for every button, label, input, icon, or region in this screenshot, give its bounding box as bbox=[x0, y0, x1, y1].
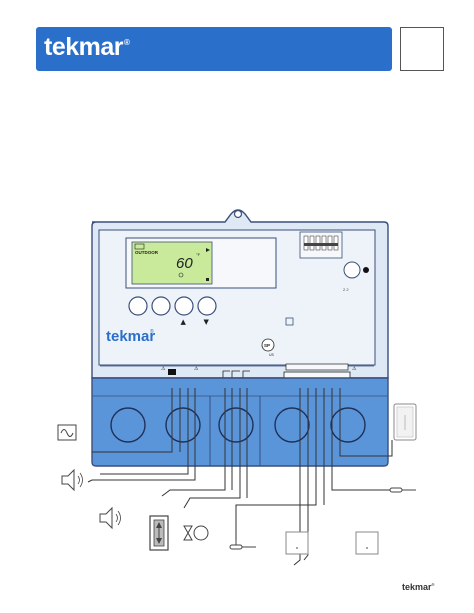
alarm-icon bbox=[99, 506, 121, 530]
lcd-screen bbox=[131, 241, 213, 285]
footer-logo: tekmar® bbox=[402, 582, 435, 592]
indicator-light bbox=[343, 261, 361, 279]
knockout-3 bbox=[218, 407, 254, 443]
light-icon bbox=[183, 525, 209, 541]
svg-text:SP: SP bbox=[264, 343, 270, 348]
sensor-cable-icon bbox=[389, 487, 416, 493]
svg-text:®: ® bbox=[150, 328, 154, 335]
svg-text:US: US bbox=[269, 353, 275, 357]
button-1[interactable] bbox=[128, 296, 148, 316]
room-sensor-icon bbox=[285, 531, 309, 555]
svg-text:⚠: ⚠ bbox=[161, 366, 166, 372]
knockout-5 bbox=[330, 407, 366, 443]
indicator-dot bbox=[363, 267, 369, 273]
svg-text:2 2: 2 2 bbox=[343, 287, 349, 292]
fuse-icon bbox=[285, 317, 294, 326]
zone-valve-icon bbox=[149, 515, 169, 551]
display-arrow-icon bbox=[206, 248, 210, 252]
buzzer-icon bbox=[61, 468, 83, 492]
wires bbox=[87, 388, 393, 566]
up-arrow-label: ▲ bbox=[181, 318, 187, 326]
header-banner: tekmar® bbox=[36, 27, 392, 71]
down-arrow-label: ▼ bbox=[204, 318, 210, 326]
power-supply-icon bbox=[57, 424, 77, 441]
display-unit: °F bbox=[196, 252, 201, 257]
display-flame-icon bbox=[178, 272, 184, 278]
certification-mark: SP US bbox=[261, 338, 275, 357]
svg-text:⚠: ⚠ bbox=[352, 366, 357, 372]
sensor-probe-icon bbox=[229, 540, 256, 550]
button-2[interactable] bbox=[151, 296, 171, 316]
knockout-2 bbox=[165, 407, 201, 443]
control-logo: tekmar bbox=[106, 328, 155, 345]
outdoor-sensor-icon bbox=[393, 403, 417, 441]
display-temperature: 60 bbox=[176, 255, 193, 272]
display-lock-icon bbox=[206, 278, 209, 281]
knockout-4 bbox=[274, 407, 310, 443]
button-row[interactable]: ▲ ▼ bbox=[128, 296, 217, 326]
display-mode-label: OUTDOOR bbox=[135, 250, 159, 255]
dip-switch-block[interactable] bbox=[299, 231, 343, 259]
control-housing bbox=[91, 209, 389, 379]
down-button[interactable] bbox=[197, 296, 217, 316]
up-button[interactable] bbox=[174, 296, 194, 316]
svg-text:⚠: ⚠ bbox=[194, 366, 199, 372]
knockout-1 bbox=[110, 407, 146, 443]
header-logo: tekmar® bbox=[44, 33, 130, 61]
corner-box bbox=[400, 27, 444, 71]
room-sensor-icon-2 bbox=[355, 531, 379, 555]
display-bezel: OUTDOOR 60 °F bbox=[125, 237, 277, 289]
